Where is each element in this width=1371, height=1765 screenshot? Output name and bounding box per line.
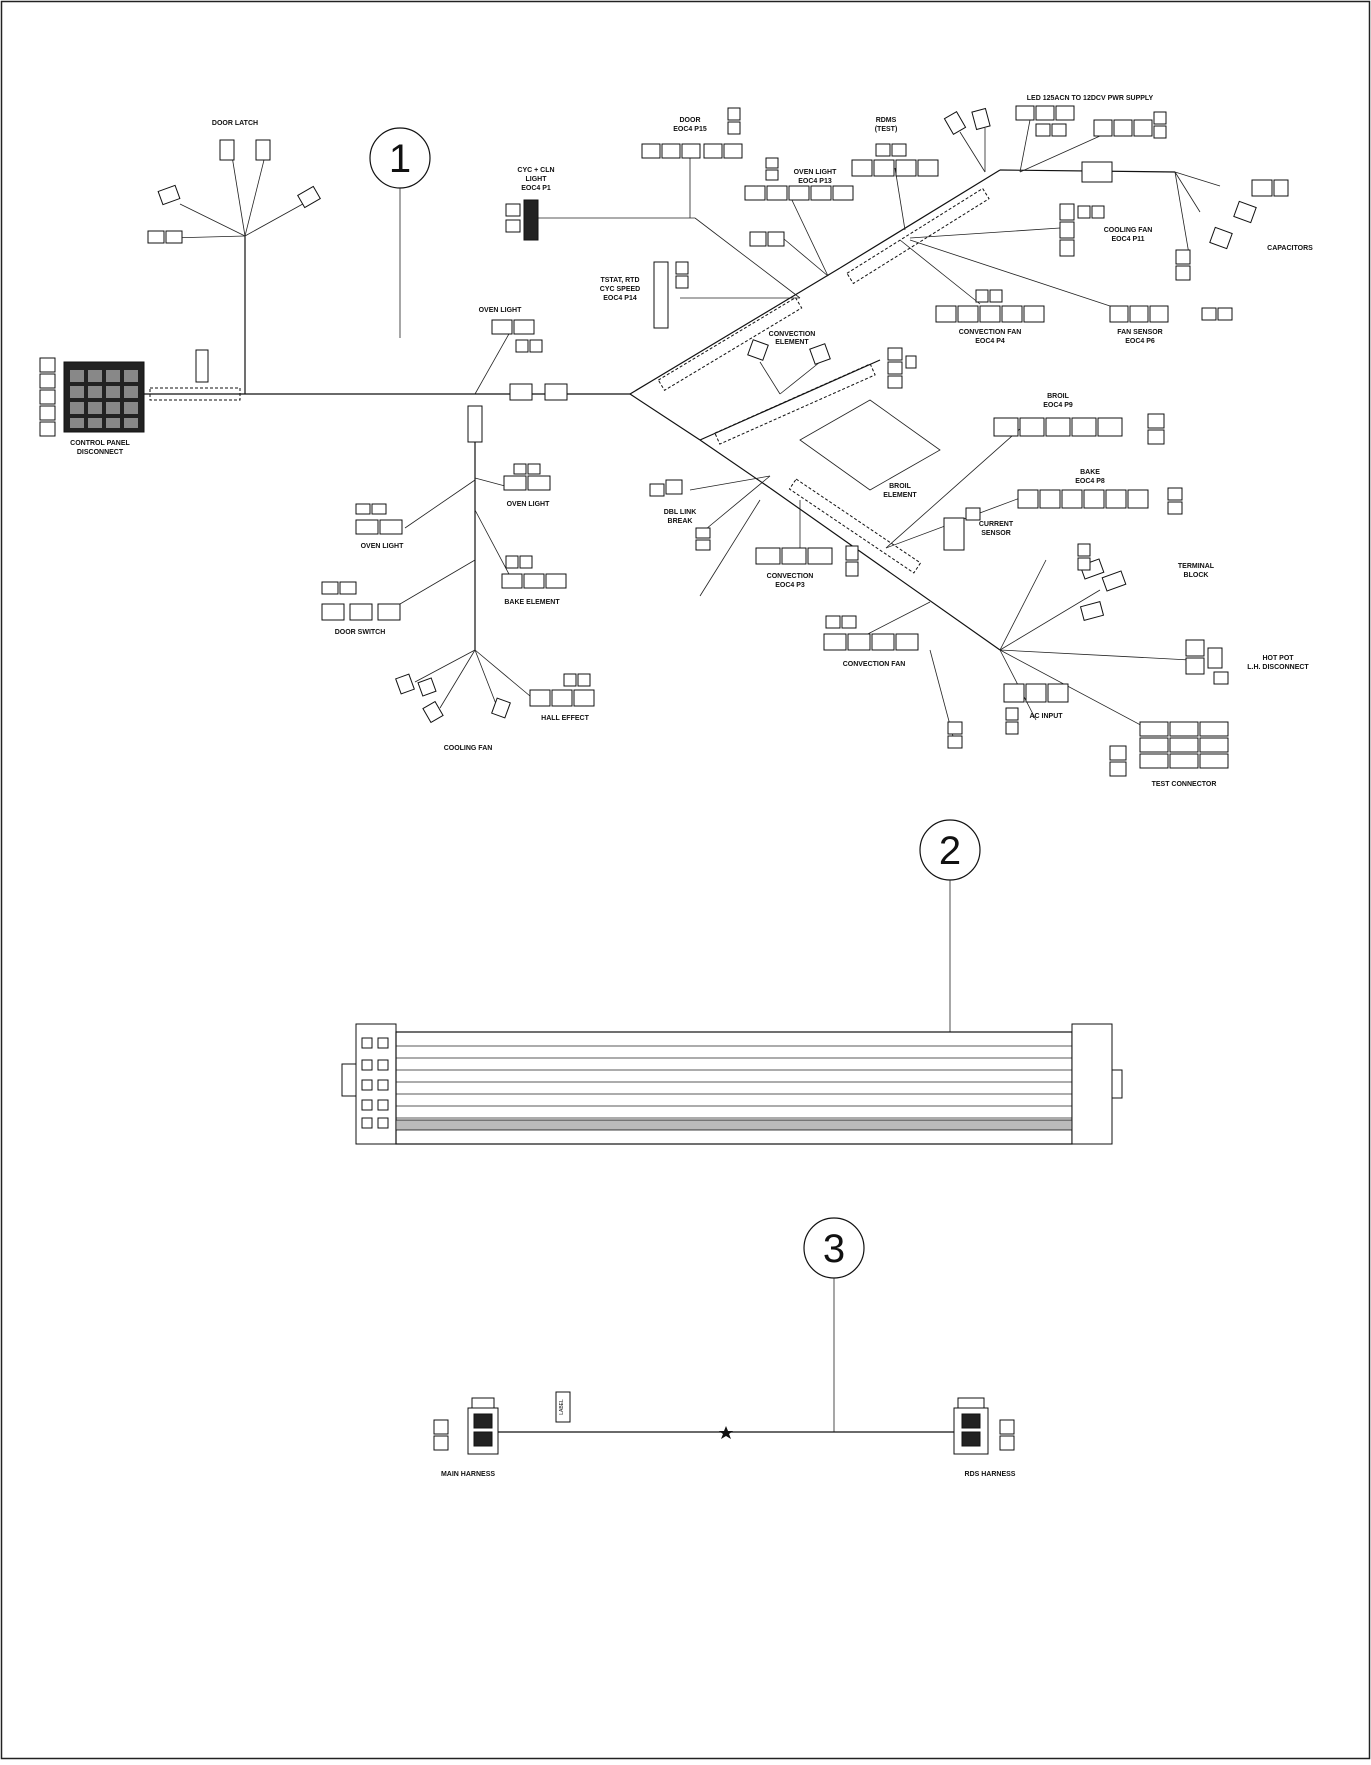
rdms-label-2: (TEST) bbox=[875, 126, 898, 133]
callout-3-number: 3 bbox=[823, 1227, 845, 1271]
harness-3: MAIN HARNESS LABEL RDS HARNESS bbox=[433, 1391, 1016, 1478]
callout-2-number: 2 bbox=[939, 829, 961, 873]
ac-input-label: AC INPUT bbox=[1029, 713, 1063, 720]
convection-fan-p4-label-1: CONVECTION FAN bbox=[959, 329, 1022, 336]
disconnect-label: DISCONNECT bbox=[77, 449, 124, 456]
door-p15-label-2: EOC4 P15 bbox=[673, 126, 707, 133]
rdms-label-1: RDMS bbox=[876, 117, 897, 124]
oven-light-top-label: OVEN LIGHT bbox=[479, 307, 523, 314]
callout-1: 1 bbox=[369, 127, 431, 338]
led-supply-label: LED 125ACN TO 12DCV PWR SUPPLY bbox=[1027, 95, 1154, 102]
harness-2-ribbon-cable bbox=[341, 1023, 1123, 1145]
fan-sensor-label-2: EOC4 P6 bbox=[1125, 338, 1155, 345]
hot-pot-label-1: HOT POT bbox=[1262, 655, 1294, 662]
test-connector-label: TEST CONNECTOR bbox=[1152, 781, 1217, 788]
cyc-cln-label-1: CYC + CLN bbox=[517, 167, 554, 174]
oven-light-mid-label: OVEN LIGHT bbox=[507, 501, 551, 508]
convection-element-label-2: ELEMENT bbox=[775, 339, 809, 346]
dbl-link-label-2: BREAK bbox=[668, 518, 693, 525]
fan-sensor-label-1: FAN SENSOR bbox=[1117, 329, 1163, 336]
convection-element-label: CONVECTION bbox=[769, 331, 816, 338]
convection-p3-label-2: EOC4 P3 bbox=[775, 582, 805, 589]
oven-light-left-label: OVEN LIGHT bbox=[361, 543, 405, 550]
main-harness-label: MAIN HARNESS bbox=[441, 1471, 495, 1478]
door-switch-label: DOOR SWITCH bbox=[335, 629, 386, 636]
bake-element-left-label: BAKE ELEMENT bbox=[504, 599, 560, 606]
current-sensor-label-2: SENSOR bbox=[981, 530, 1011, 537]
cooling-fan-p11-label-2: EOC4 P11 bbox=[1111, 236, 1144, 243]
dbl-link-label-1: DBL LINK bbox=[664, 509, 697, 516]
capacitors-label: CAPACITORS bbox=[1267, 245, 1313, 252]
label-tag: LABEL bbox=[559, 1399, 565, 1415]
cyc-cln-label-2: LIGHT bbox=[526, 176, 548, 183]
convection-p3-label-1: CONVECTION bbox=[767, 573, 814, 580]
cooling-fan-p11-label-1: COOLING FAN bbox=[1104, 227, 1153, 234]
terminal-block-label-2: BLOCK bbox=[1184, 572, 1209, 579]
door-p15-label-1: DOOR bbox=[680, 117, 701, 124]
door-latch-label: DOOR LATCH bbox=[212, 120, 258, 127]
hot-pot-label-2: L.H. DISCONNECT bbox=[1247, 664, 1309, 671]
splice-marker bbox=[719, 1426, 733, 1439]
tstat-label-3: EOC4 P14 bbox=[603, 295, 637, 302]
bake-p8-label-2: EOC4 P8 bbox=[1075, 478, 1105, 485]
cooling-fan-bottom-label: COOLING FAN bbox=[444, 745, 493, 752]
tstat-label-1: TSTAT, RTD bbox=[600, 277, 639, 284]
tstat-label-2: CYC SPEED bbox=[600, 286, 640, 293]
broil-element-label-1: BROIL bbox=[889, 483, 912, 490]
hall-effect-label: HALL EFFECT bbox=[541, 715, 589, 722]
broil-p9-label-1: BROIL bbox=[1047, 393, 1070, 400]
terminal-block-label-1: TERMINAL bbox=[1178, 563, 1215, 570]
broil-element-label-2: ELEMENT bbox=[883, 492, 917, 499]
current-sensor-label-1: CURRENT bbox=[979, 521, 1014, 528]
rds-harness-label: RDS HARNESS bbox=[965, 1471, 1016, 1478]
callout-2: 2 bbox=[919, 819, 981, 1032]
control-panel-label: CONTROL PANEL bbox=[70, 440, 130, 447]
door-latch-branch: DOOR LATCH bbox=[147, 120, 321, 244]
control-panel-connector: CONTROL PANEL DISCONNECT bbox=[39, 357, 145, 456]
harness-1: CONTROL PANEL DISCONNECT DOOR LATCH bbox=[39, 95, 1313, 788]
oven-light-p13-label-1: OVEN LIGHT bbox=[794, 169, 838, 176]
oven-light-p13-label-2: EOC4 P13 bbox=[798, 178, 832, 185]
broil-p9-label-2: EOC4 P9 bbox=[1043, 402, 1073, 409]
callout-3: 3 bbox=[803, 1217, 865, 1432]
convection-fan-lower-label: CONVECTION FAN bbox=[843, 661, 906, 668]
convection-fan-p4-label-2: EOC4 P4 bbox=[975, 338, 1005, 345]
cyc-cln-label-3: EOC4 P1 bbox=[521, 185, 551, 192]
bake-p8-label-1: BAKE bbox=[1080, 469, 1100, 476]
callout-1-number: 1 bbox=[389, 137, 411, 181]
